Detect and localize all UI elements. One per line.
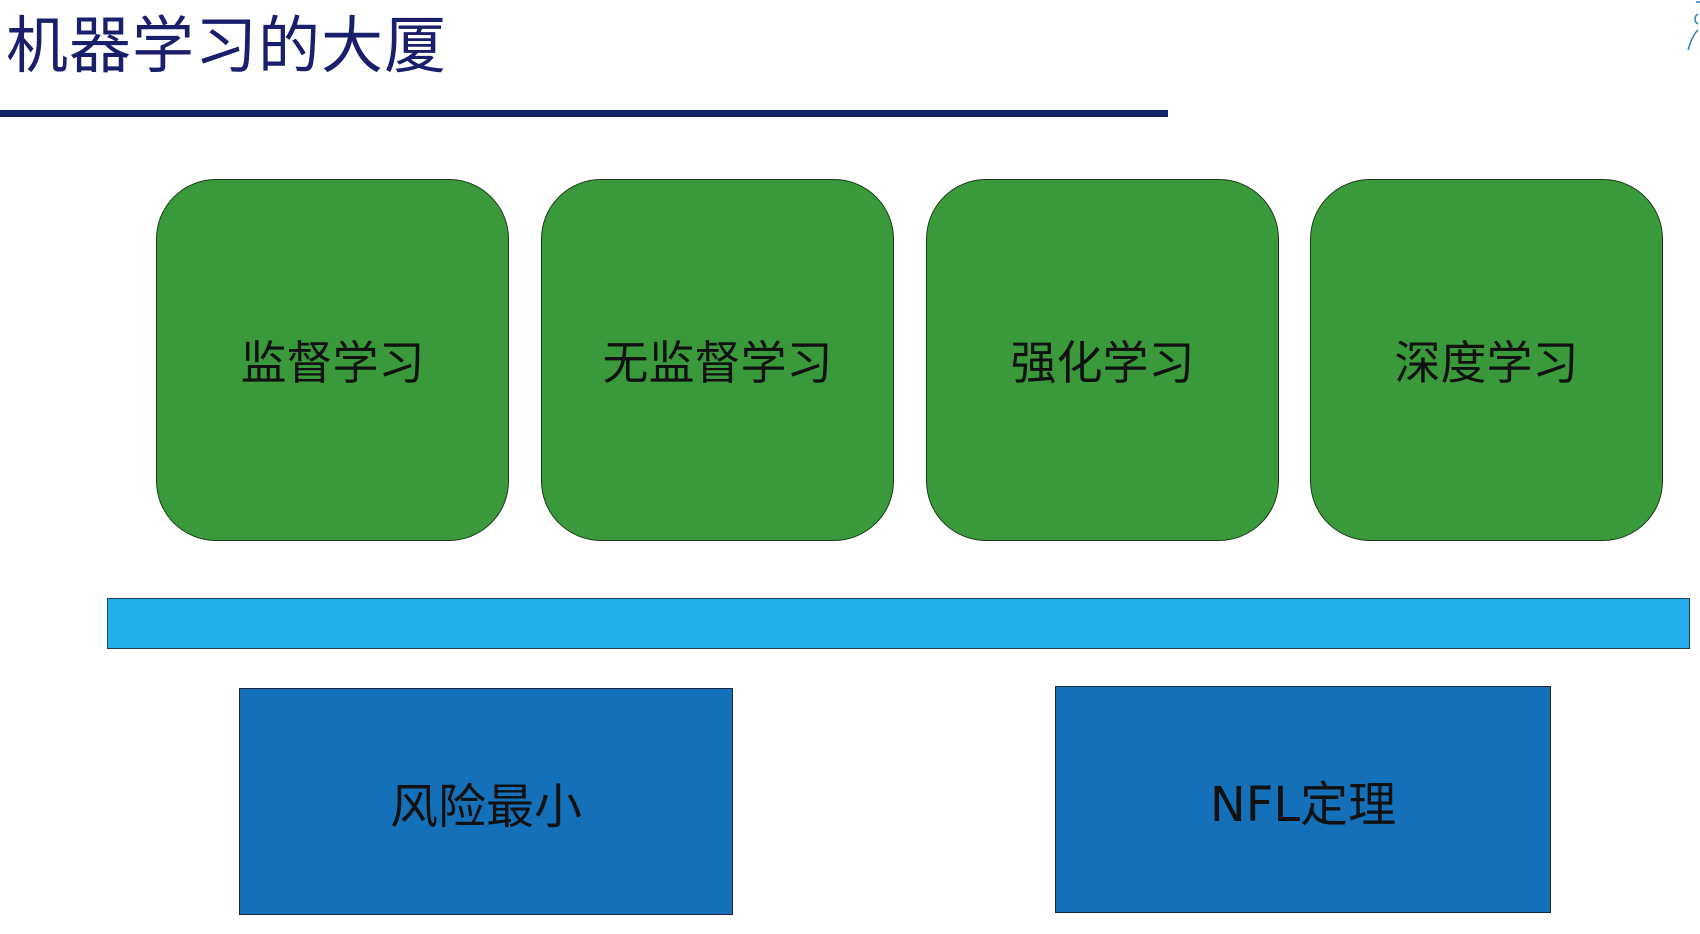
pillar-supervised-learning: 监督学习 [156,179,509,541]
foundation-risk-minimization: 风险最小 [239,688,733,915]
pillar-label: 无监督学习 [602,336,833,390]
title-underline [0,110,1168,117]
pillar-deep-learning: 深度学习 [1310,179,1663,541]
foundation-label: 风险最小 [389,778,582,835]
pillar-unsupervised-learning: 无监督学习 [541,179,894,541]
connecting-beam [107,598,1690,649]
pillar-reinforcement-learning: 强化学习 [926,179,1279,541]
slide-title: 机器学习的大厦 [6,9,448,82]
corner-logo-fragment-icon [1687,1,1700,51]
foundation-nfl-theorem: NFL定理 [1055,686,1551,913]
pillar-label: 深度学习 [1394,336,1579,390]
foundation-label: NFL定理 [1209,776,1397,833]
pillar-label: 强化学习 [1010,336,1195,390]
pillar-label: 监督学习 [240,336,425,390]
